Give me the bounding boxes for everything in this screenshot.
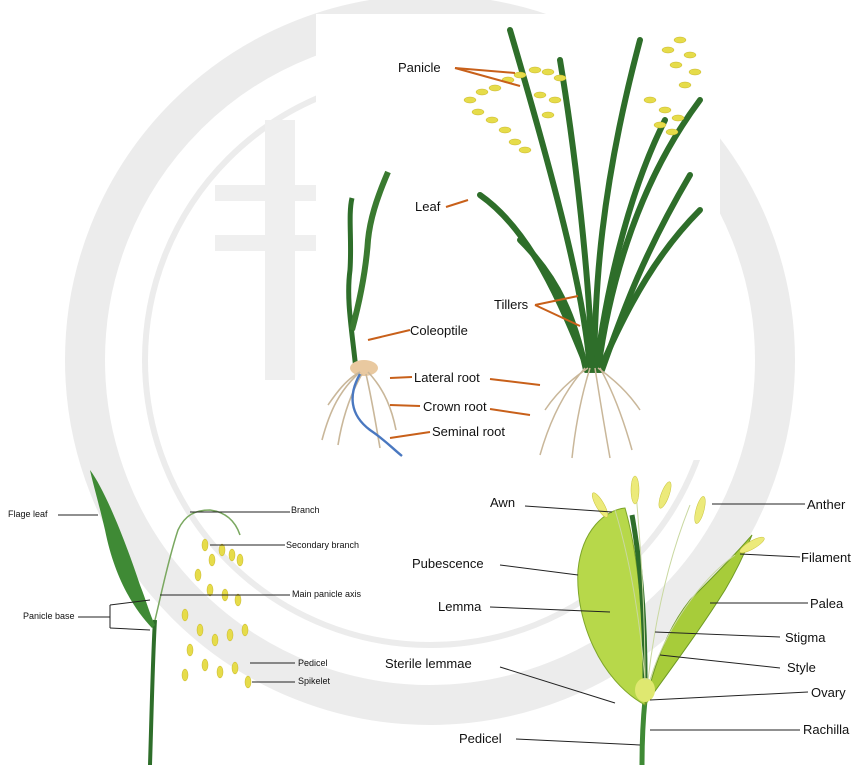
label-secondary-branch: Secondary branch — [286, 541, 359, 550]
label-pubescence: Pubescence — [412, 557, 484, 570]
label-palea: Palea — [810, 597, 843, 610]
label-branch: Branch — [291, 506, 320, 515]
label-sterile-lemmae: Sterile lemmae — [385, 657, 472, 670]
label-main-panicle-axis: Main panicle axis — [292, 590, 361, 599]
label-ovary: Ovary — [811, 686, 846, 699]
label-spikelet: Spikelet — [298, 677, 330, 686]
label-seminal-root: Seminal root — [432, 425, 505, 438]
label-pedicel-panicle: Pedicel — [298, 659, 328, 668]
label-anther: Anther — [807, 498, 845, 511]
label-panicle: Panicle — [398, 61, 441, 74]
label-flage-leaf: Flage leaf — [8, 510, 48, 519]
label-stigma: Stigma — [785, 631, 825, 644]
label-rachilla: Rachilla — [803, 723, 849, 736]
label-leaf: Leaf — [415, 200, 440, 213]
label-lemma: Lemma — [438, 600, 481, 613]
label-coleoptile: Coleoptile — [410, 324, 468, 337]
label-tillers: Tillers — [494, 298, 528, 311]
label-lateral-root: Lateral root — [414, 371, 480, 384]
label-filament: Filament — [801, 551, 851, 564]
label-style: Style — [787, 661, 816, 674]
label-awn: Awn — [490, 496, 515, 509]
label-panicle-base: Panicle base — [23, 612, 75, 621]
label-pedicel-spikelet: Pedicel — [459, 732, 502, 745]
label-crown-root: Crown root — [423, 400, 487, 413]
